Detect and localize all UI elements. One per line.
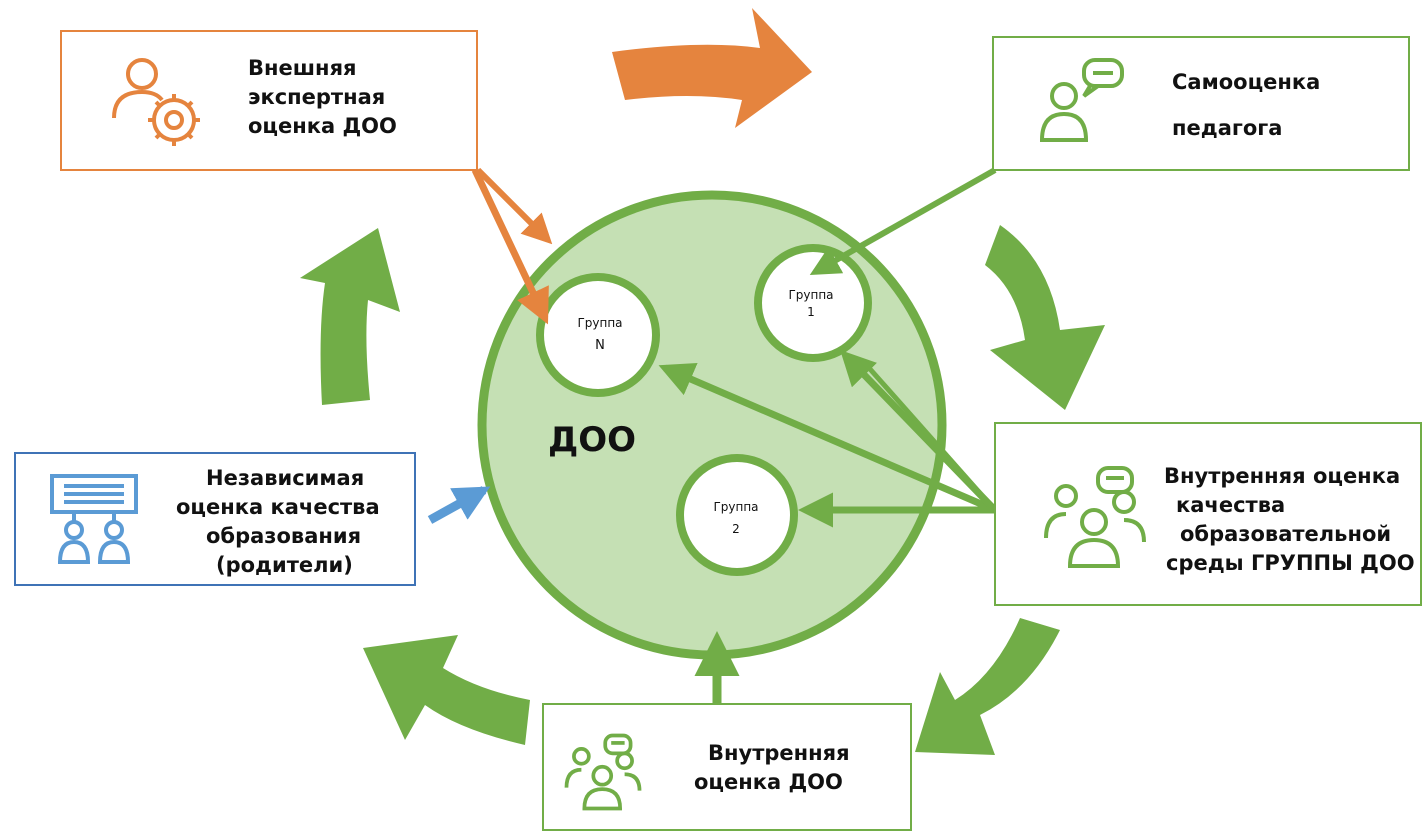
independent-line-2: оценка качества bbox=[176, 495, 380, 519]
arrow-independent-to-circle bbox=[427, 486, 491, 524]
group-1-circle bbox=[754, 244, 872, 362]
inner-group-line-1: Внутренняя оценка bbox=[1164, 464, 1401, 488]
independent-line-4: (родители) bbox=[216, 553, 353, 577]
group-n-label: Группа bbox=[577, 316, 623, 330]
arrow-self-to-group-1 bbox=[809, 167, 997, 275]
group-1-number: 1 bbox=[807, 305, 815, 319]
independent-evaluation-box: Независимая оценка качества образования … bbox=[14, 452, 416, 586]
group-speech-icon bbox=[1044, 466, 1146, 568]
user-speech-icon bbox=[1039, 58, 1124, 142]
inner-group-evaluation-box: Внутренняя оценка качества образовательн… bbox=[994, 422, 1422, 606]
self-evaluation-box: Самооценка педагога bbox=[992, 36, 1410, 171]
cycle-arrow-right-lower bbox=[915, 618, 1060, 755]
external-line-1: Внешняя bbox=[248, 56, 357, 80]
external-line-2: экспертная bbox=[248, 85, 386, 109]
arrow-to-group-n bbox=[658, 362, 997, 514]
inner-doo-line-1: Внутренняя bbox=[708, 741, 850, 765]
user-gear-icon bbox=[112, 58, 200, 146]
independent-line-1: Независимая bbox=[206, 466, 365, 490]
cycle-arrow-top-orange bbox=[612, 8, 812, 128]
inner-doo-line-2: оценка ДОО bbox=[694, 770, 843, 794]
external-evaluation-box: Внешняя экспертная оценка ДОО bbox=[60, 30, 478, 171]
doo-label: ДОО bbox=[548, 420, 637, 460]
inner-group-line-4: среды ГРУППЫ ДОО bbox=[1166, 551, 1415, 575]
group-2-circle bbox=[676, 454, 798, 576]
inner-group-line-3: образовательной bbox=[1180, 522, 1392, 546]
cycle-arrow-bottom-left bbox=[363, 635, 530, 745]
group-2-number: 2 bbox=[732, 522, 740, 536]
arrow-external-to-circle bbox=[475, 167, 553, 245]
group-n-number: N bbox=[595, 338, 605, 353]
arrow-to-group-1-b bbox=[860, 358, 997, 512]
external-line-3: оценка ДОО bbox=[248, 114, 397, 138]
presentation-parents-icon bbox=[50, 474, 138, 564]
group-1-label: Группа bbox=[788, 288, 834, 302]
self-line-2: педагога bbox=[1172, 116, 1283, 140]
inner-group-line-2: качества bbox=[1176, 493, 1286, 517]
group-2-label: Группа bbox=[713, 500, 759, 514]
inner-doo-evaluation-box: Внутренняя оценка ДОО bbox=[542, 703, 912, 831]
independent-line-3: образования bbox=[206, 524, 362, 548]
group-n-circle bbox=[536, 273, 660, 397]
cycle-arrow-left-upper bbox=[300, 228, 400, 405]
group-speech-icon bbox=[564, 733, 642, 811]
self-line-1: Самооценка bbox=[1172, 70, 1321, 94]
arrow-external-to-group-n bbox=[471, 168, 549, 325]
cycle-arrow-right-upper bbox=[985, 225, 1105, 410]
